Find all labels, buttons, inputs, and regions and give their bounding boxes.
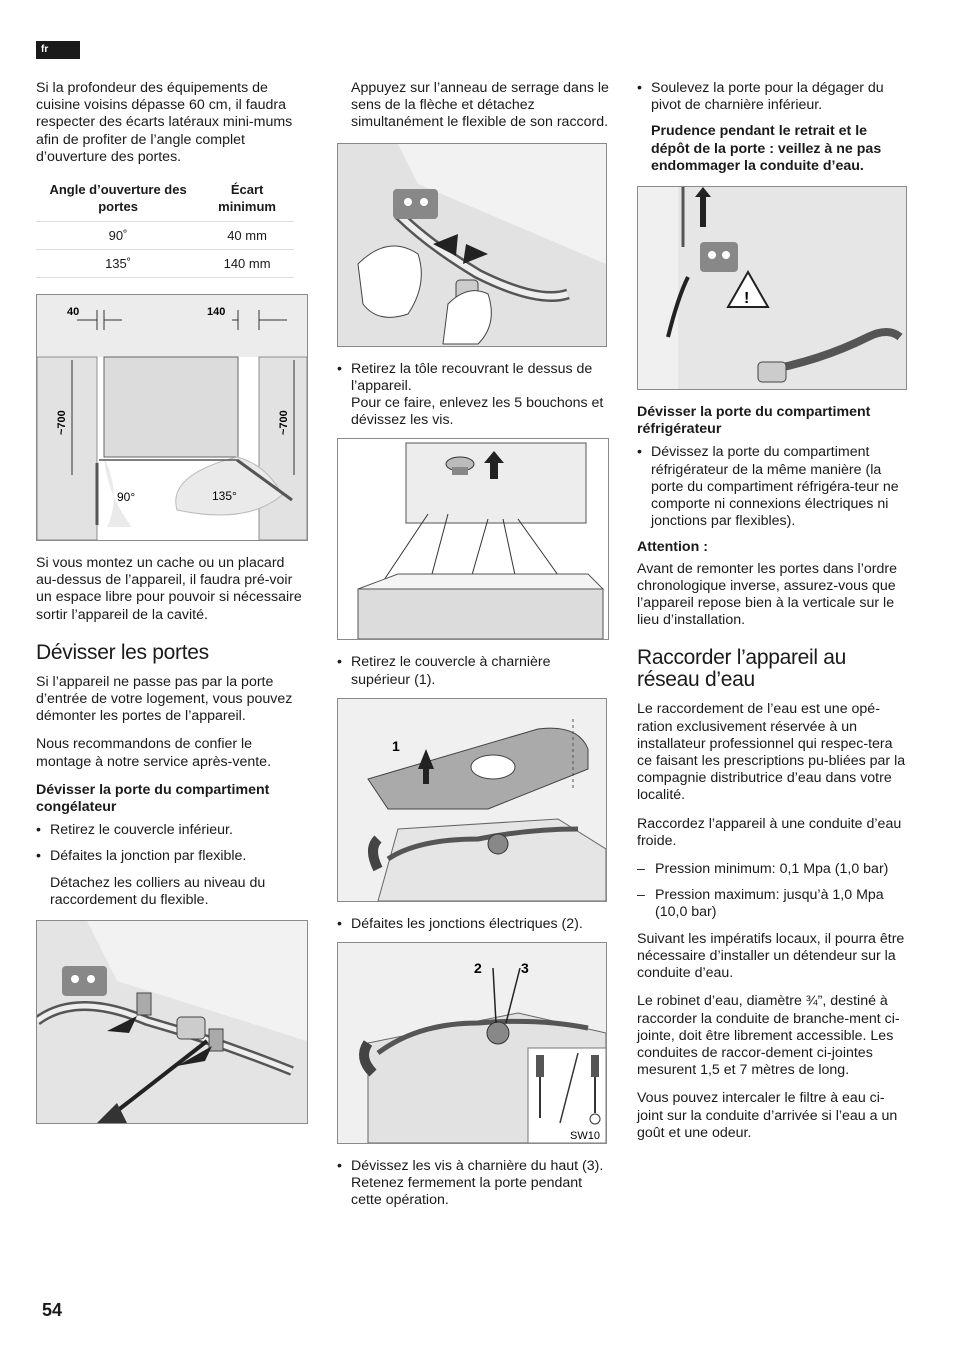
angle-label-90: 90° xyxy=(117,490,135,504)
paragraph: Le robinet d’eau, diamètre ¾”, destiné à… xyxy=(637,993,900,1079)
table-cell: 40 mm xyxy=(200,221,294,251)
attention-label: Attention : xyxy=(637,539,708,556)
paragraph: Le raccordement de l’eau est une opé-rat… xyxy=(637,701,906,804)
list-item-text: Pour ce faire, enlevez les 5 bouchons et… xyxy=(351,395,604,429)
paragraph: Raccordez l’appareil à une conduite d’ea… xyxy=(637,815,902,849)
list-item: Pression maximum: jusqu’à 1,0 Mpa (10,0 … xyxy=(637,887,909,921)
table-header: Écart minimum xyxy=(200,177,294,223)
paragraph: Détachez les colliers au niveau du racco… xyxy=(50,874,266,908)
dim-label-40: 40 xyxy=(67,306,79,318)
column-1: Si la profondeur des équipements de cuis… xyxy=(36,80,308,1138)
intro-paragraph: Si la profondeur des équipements de cuis… xyxy=(36,80,293,165)
column-2: Appuyez sur l’anneau de serrage dans le … xyxy=(337,80,609,1219)
figure-lift-door: ! xyxy=(637,186,907,391)
bullet-list: Dévissez la porte du compartiment réfrig… xyxy=(637,444,909,530)
list-item: Dévissez la porte du compartiment réfrig… xyxy=(637,444,909,530)
callout-3: 3 xyxy=(521,960,529,976)
bullet-list: Retirez la tôle recouvrant le dessus de … xyxy=(337,361,609,430)
list-item-text: Retirez la tôle recouvrant le dessus de … xyxy=(351,360,593,394)
paragraph: Si l’appareil ne passe pas par la porte … xyxy=(36,673,293,725)
dim-label-140: 140 xyxy=(207,306,225,318)
section-heading: Raccorder l’appareil au réseau d’eau xyxy=(637,646,847,692)
table-header: Angle d’ouverture des portes xyxy=(36,177,201,223)
dim-label-height-left: ~700 xyxy=(56,410,68,435)
table-cell: 140 mm xyxy=(200,249,294,279)
callout-2: 2 xyxy=(474,960,482,976)
figure-top-cover xyxy=(337,438,609,641)
paragraph: Si vous montez un cache ou un placard au… xyxy=(36,555,302,623)
figure-clamp-ring xyxy=(337,142,607,347)
figure-hinge-cover: 1 xyxy=(337,697,607,902)
warning-text: Prudence pendant le retrait et le dépôt … xyxy=(651,123,882,174)
list-item: Pression minimum: 0,1 Mpa (1,0 bar) xyxy=(637,861,909,878)
attention-text: Avant de remonter les portes dans l’ordr… xyxy=(637,560,897,629)
bullet-list: Retirez le couvercle inférieur. Défaites… xyxy=(36,822,308,866)
page-number: 54 xyxy=(42,1300,63,1320)
table-cell: 90˚ xyxy=(36,221,201,251)
table-row: 90˚ 40 mm xyxy=(36,221,294,251)
column-3: Soulevez la porte pour la dégager du piv… xyxy=(637,80,909,1153)
list-item: Retirez la tôle recouvrant le dessus de … xyxy=(337,361,609,430)
figure-door-clearance: 40 140 ~700 ~700 90° 135° xyxy=(36,294,308,542)
list-item: Défaites la jonction par flexible. xyxy=(36,848,308,865)
svg-text:!: ! xyxy=(744,290,749,307)
list-item: Retirez le couvercle inférieur. xyxy=(36,822,308,839)
table-row: 135˚ 140 mm xyxy=(36,249,294,279)
list-item: Retirez le couvercle à charnière supérie… xyxy=(337,654,609,688)
bullet-list: Défaites les jonctions électriques (2). xyxy=(337,916,609,933)
bullet-list: Soulevez la porte pour la dégager du piv… xyxy=(637,80,909,114)
wrench-size-label: SW10 xyxy=(570,1130,600,1142)
table-cell: 135˚ xyxy=(36,249,201,279)
clearance-table: Angle d’ouverture des portes Écart minim… xyxy=(36,177,294,279)
subheading: Dévisser la porte du compartiment réfrig… xyxy=(637,404,871,438)
paragraph: Vous pouvez intercaler le filtre à eau c… xyxy=(637,1090,898,1141)
paragraph: Appuyez sur l’anneau de serrage dans le … xyxy=(351,80,609,131)
paragraph: Suivant les impératifs locaux, il pourra… xyxy=(637,930,905,982)
list-item: Défaites les jonctions électriques (2). xyxy=(337,916,609,933)
subheading: Dévisser la porte du compartiment congél… xyxy=(36,781,270,816)
paragraph: Nous recommandons de confier le montage … xyxy=(36,736,272,770)
callout-1: 1 xyxy=(392,738,400,754)
angle-label-135: 135° xyxy=(212,489,237,503)
figure-hinge-screws: 2 3 SW10 xyxy=(337,942,607,1145)
bullet-list: Retirez le couvercle à charnière supérie… xyxy=(337,654,609,688)
list-item: Soulevez la porte pour la dégager du piv… xyxy=(637,80,909,114)
dim-label-height-right: ~700 xyxy=(278,410,290,435)
dash-list: Pression minimum: 0,1 Mpa (1,0 bar) Pres… xyxy=(637,861,909,922)
figure-hose-clamp xyxy=(36,920,308,1125)
language-tag: fr xyxy=(36,41,80,59)
list-item: Dévissez les vis à charnière du haut (3)… xyxy=(337,1158,609,1210)
section-heading: Dévisser les portes xyxy=(36,640,209,664)
bullet-list: Dévissez les vis à charnière du haut (3)… xyxy=(337,1158,609,1210)
